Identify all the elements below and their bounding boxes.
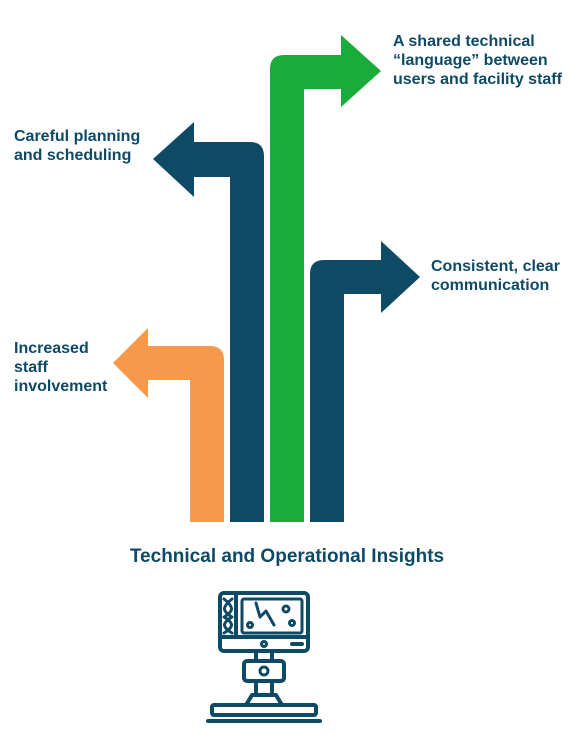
arrow-shared-language <box>270 35 381 522</box>
label-shared-language: A shared technical “language” between us… <box>393 33 562 88</box>
label-careful-planning: Careful planning and scheduling <box>14 128 141 164</box>
diagram-title: Technical and Operational Insights <box>129 546 445 567</box>
label-increased-involvement: Increased staff involvement <box>14 340 108 395</box>
arrow-increased-staff-involvement <box>113 328 224 522</box>
arrow-consistent-communication <box>310 241 420 522</box>
label-consistent-communication: Consistent, clear communication <box>431 258 560 294</box>
microscope-monitor-icon <box>200 587 330 727</box>
arrow-careful-planning <box>153 122 264 522</box>
arrows-diagram <box>113 35 420 522</box>
